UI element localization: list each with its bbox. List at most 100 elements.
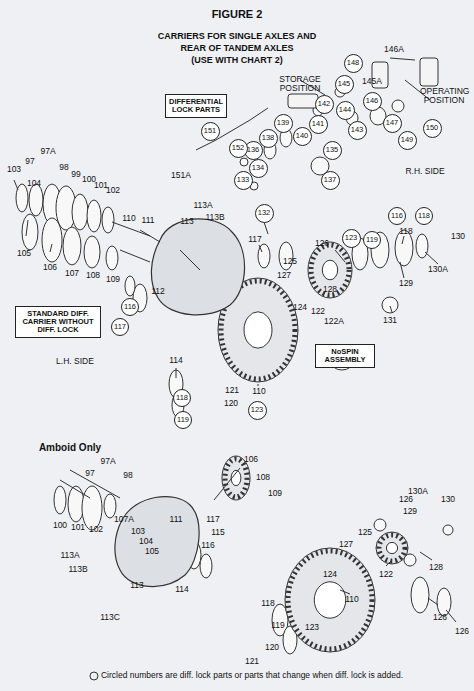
leader-line xyxy=(196,140,216,150)
callout-number: 119 xyxy=(366,236,378,244)
leader-line xyxy=(180,250,200,270)
callout-number: 119 xyxy=(271,621,285,630)
leader-line xyxy=(176,368,177,378)
callout-number: 143 xyxy=(351,126,364,134)
circled-callout: 118 xyxy=(173,389,191,407)
circled-callout: 149 xyxy=(398,131,417,150)
callout-number: 133 xyxy=(237,176,250,184)
callout-number: 130A xyxy=(428,265,448,274)
callout-number: 145 xyxy=(338,80,351,88)
bearing-ring xyxy=(382,297,398,313)
bearing-ring xyxy=(29,184,43,216)
leader-line xyxy=(120,250,150,262)
callout-number: 110 xyxy=(345,595,359,604)
callout-number: 151 xyxy=(204,127,217,135)
leader-line xyxy=(428,598,438,605)
callout-number: 104 xyxy=(27,179,41,188)
bearing-ring xyxy=(106,246,118,270)
callout-number: 100 xyxy=(53,521,67,530)
callout-number: 109 xyxy=(268,489,282,498)
subtitle-line: CARRIERS FOR SINGLE AXLES AND xyxy=(158,32,316,42)
circled-callout: 152 xyxy=(229,139,248,158)
callout-number: 116 xyxy=(201,541,215,550)
circled-callout: 151 xyxy=(201,122,220,141)
callout-number: 106 xyxy=(43,263,57,272)
callout-number: 113C xyxy=(100,613,120,622)
callout-number: 110 xyxy=(122,214,136,223)
callout-number: 106 xyxy=(244,455,258,464)
callout-number: 120 xyxy=(265,643,279,652)
bearing-ring xyxy=(63,227,81,265)
gears xyxy=(218,242,408,652)
circled-callout: 123 xyxy=(342,229,361,248)
callout-number: 141 xyxy=(312,120,325,128)
bearing-ring xyxy=(87,200,101,232)
circled-callout: 123 xyxy=(248,401,267,420)
callout-number: 127 xyxy=(339,540,353,549)
leader-line xyxy=(335,250,345,262)
circle-symbol xyxy=(90,672,98,680)
callout-number: 121 xyxy=(225,386,239,395)
callout-number: 134 xyxy=(252,164,265,172)
bearing-ring xyxy=(72,194,88,230)
bearing-ring xyxy=(443,525,453,535)
leader-line xyxy=(216,120,250,140)
subtitle-line: (USE WITH CHART 2) xyxy=(191,56,283,66)
callout-number: 114 xyxy=(175,585,189,594)
callout-number: 123 xyxy=(345,234,358,242)
callout-number: 116 xyxy=(124,303,136,311)
callout-number: 104 xyxy=(139,537,153,546)
callout-number: 98 xyxy=(59,163,68,172)
gear-hub xyxy=(244,312,272,348)
leader-line xyxy=(386,560,392,566)
carrier-housing xyxy=(151,219,244,315)
callout-number: 145A xyxy=(362,77,382,86)
callout-number: 105 xyxy=(17,249,31,258)
bearing-ring xyxy=(54,486,66,514)
leader-line xyxy=(446,610,456,622)
callout-number: 107A xyxy=(114,515,134,524)
callout-number: 130 xyxy=(451,232,465,241)
leader-line xyxy=(70,470,120,498)
callout-number: 113 xyxy=(130,581,144,590)
circled-callout: 143 xyxy=(348,121,367,140)
callout-number: 103 xyxy=(131,527,145,536)
circled-callout: 133 xyxy=(234,171,253,190)
callout-number: 113B xyxy=(68,565,87,574)
callout-number: 116 xyxy=(391,212,403,220)
shift-cylinder xyxy=(288,94,318,108)
callout-number: 99 xyxy=(71,170,80,179)
circled-callout: 142 xyxy=(315,95,334,114)
callout-number: 111 xyxy=(142,216,155,225)
bearing-ring xyxy=(84,236,100,268)
callout-number: 129 xyxy=(399,279,413,288)
callout-number: 117 xyxy=(206,515,220,524)
callout-number: 121 xyxy=(245,657,259,666)
callout-number: 149 xyxy=(401,136,414,144)
leader-line xyxy=(250,108,268,120)
callout-number: 102 xyxy=(89,525,103,534)
leader-line xyxy=(400,262,404,278)
callout-number: 142 xyxy=(318,100,331,108)
circled-callout: 146 xyxy=(363,92,382,111)
circled-callout: 139 xyxy=(274,114,293,133)
label-box: DIFFERENTIAL LOCK PARTS xyxy=(165,94,227,119)
callout-number: 135 xyxy=(326,146,339,154)
callout-number: 120 xyxy=(224,399,238,408)
callout-number: 148 xyxy=(347,59,360,67)
label-box: STANDARD DIFF. CARRIER WITHOUT DIFF. LOC… xyxy=(15,306,101,339)
leader-line xyxy=(259,245,262,252)
gear-body xyxy=(376,532,408,564)
callout-number: 151A xyxy=(171,171,191,180)
circled-callout: 137 xyxy=(321,171,340,190)
callout-number: 122 xyxy=(379,570,393,579)
leader-line xyxy=(50,244,52,252)
gear-teeth xyxy=(311,245,349,295)
callout-number: 130A xyxy=(408,487,428,496)
callout-number: 122A xyxy=(324,317,344,326)
callout-number: 126 xyxy=(315,239,329,248)
callout-number: 118 xyxy=(261,599,275,608)
callout-number: 118 xyxy=(399,227,413,236)
circled-callout: 116 xyxy=(388,207,406,225)
gear-hub xyxy=(322,260,337,280)
